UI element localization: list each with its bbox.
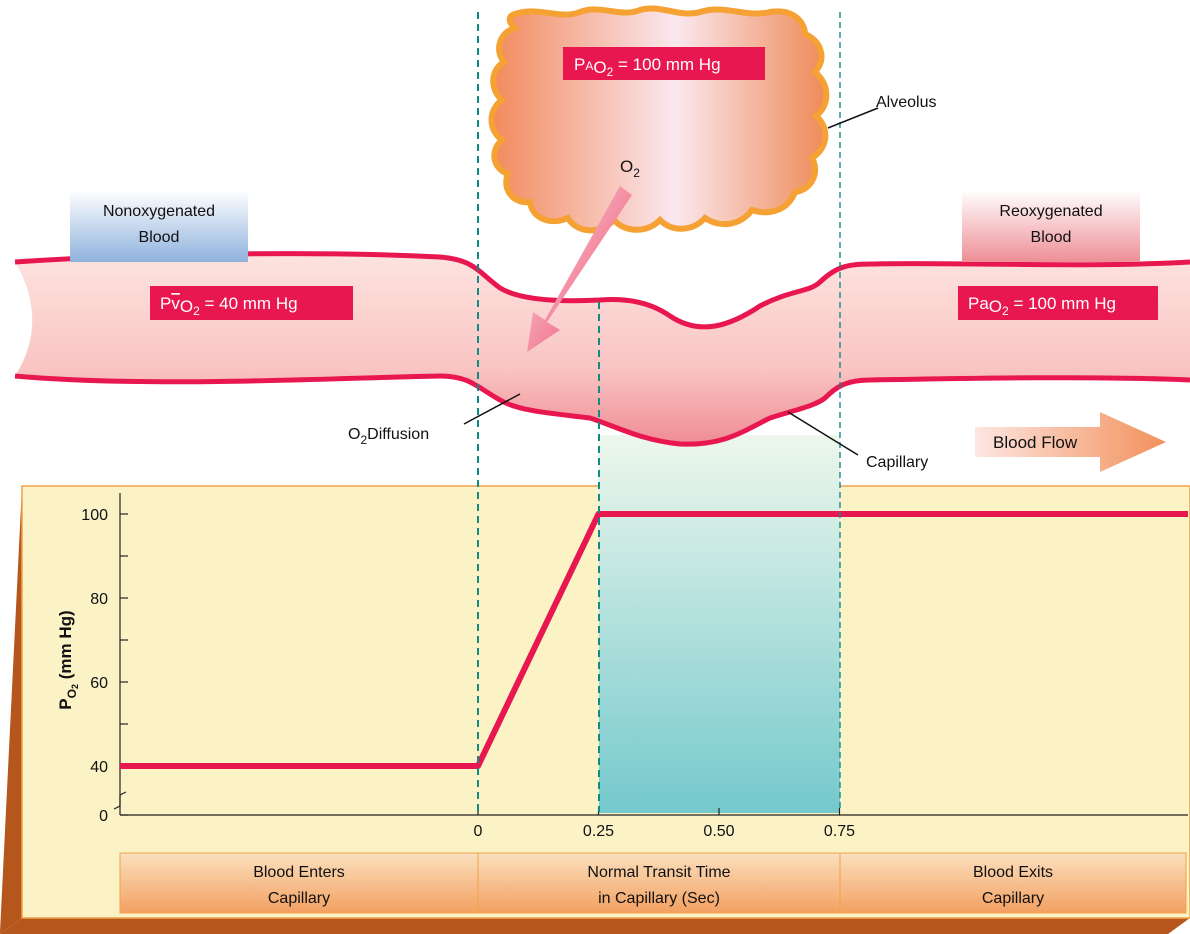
arterial-pressure-label: PaO2 = 100 mm Hg (968, 294, 1116, 318)
o2-label: O2 (620, 157, 640, 180)
section-transit (477, 852, 841, 914)
y-axis-label: PO2 (mm Hg) (56, 610, 80, 709)
x-tick-label: 0.25 (583, 823, 614, 840)
nonoxygenated-line1: Nonoxygenated (103, 203, 215, 220)
y-tick-label: 100 (81, 507, 108, 524)
section-transit-line2: in Capillary (Sec) (598, 890, 720, 907)
po2-series-line (120, 511, 1188, 769)
reoxygenated-line1: Reoxygenated (999, 203, 1102, 220)
section-exits (839, 852, 1187, 914)
arterial-pressure-box (958, 286, 1158, 320)
nonoxygenated-line2: Blood (139, 229, 180, 246)
section-enters (119, 852, 479, 914)
capillary-label: Capillary (866, 454, 928, 471)
venous-pressure-box (150, 286, 353, 320)
panel-bottom-edge (0, 918, 1190, 934)
reoxygenated-tab (962, 190, 1140, 262)
x-tick-label: 0.50 (703, 823, 734, 840)
section-enters-line1: Blood Enters (253, 864, 345, 881)
venous-pressure-label: PvO2 = 40 mm Hg (160, 294, 298, 318)
reoxygenated-line2: Blood (1031, 229, 1072, 246)
panel-side-edge (0, 486, 22, 934)
capillary-vessel (15, 253, 1190, 445)
y-tick-label: 80 (90, 591, 108, 608)
alveolar-pressure-label: PAO2 = 100 mm Hg (574, 55, 721, 79)
section-exits-line2: Capillary (982, 890, 1044, 907)
section-enters-line2: Capillary (268, 890, 330, 907)
o2-diffusion-arrow (527, 186, 632, 352)
alveolus-sac (488, 5, 830, 234)
x-ticks: 0 0.25 0.50 0.75 (474, 808, 855, 840)
section-exits-line1: Blood Exits (973, 864, 1053, 881)
section-transit-line1: Normal Transit Time (587, 864, 730, 881)
x-tick-label: 0.75 (824, 823, 855, 840)
axis-break (113, 791, 127, 810)
vessel-bottom-wall (14, 373, 1190, 447)
o2-diffusion-label: O2Diffusion (348, 426, 429, 447)
blood-flow-arrow (975, 412, 1166, 472)
y-tick-label: 60 (90, 675, 108, 692)
blood-flow-label: Blood Flow (993, 433, 1078, 452)
y-ticks: 100 80 60 40 0 (81, 507, 128, 825)
alveolar-pressure-box (563, 47, 765, 80)
y-tick-label: 40 (90, 759, 108, 776)
vessel-top-wall (14, 251, 1190, 330)
y-tick-label: 0 (99, 808, 108, 825)
diffusion-callout (463, 393, 521, 425)
capillary-callout (787, 411, 859, 456)
alveolus-label: Alveolus (876, 94, 936, 111)
transit-region (599, 435, 840, 813)
alveolus-callout (827, 107, 879, 129)
nonoxygenated-tab (70, 190, 248, 262)
x-tick-label: 0 (474, 823, 483, 840)
